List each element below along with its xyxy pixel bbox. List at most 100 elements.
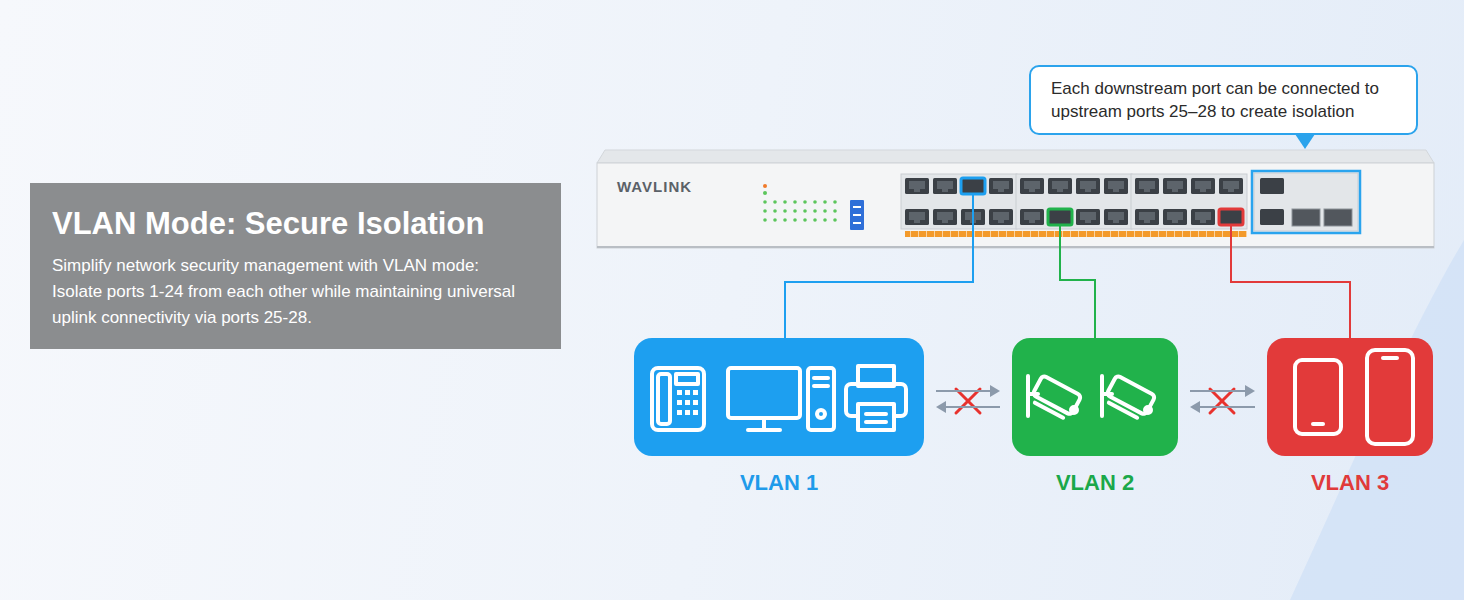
label-holder: VLAN 3: [1247, 470, 1453, 496]
logo-holder: WAVLINK: [617, 178, 692, 195]
drawing-part: [1071, 407, 1077, 413]
drawing-part: [1252, 171, 1360, 233]
blocked-mark: [956, 389, 1234, 413]
drawing-part: [1035, 403, 1063, 418]
connector: [785, 248, 973, 338]
vlan-box: VLAN 3: [1267, 338, 1433, 456]
drawing-part: [1016, 174, 1132, 229]
panel-body: Simplify network security management wit…: [52, 253, 522, 331]
drawing-part: [652, 368, 704, 430]
drawing-part: [961, 178, 985, 194]
drawing-part: [817, 410, 825, 418]
connector: [1060, 248, 1095, 338]
vlan-label: VLAN 2: [992, 470, 1198, 496]
drawing-part: [677, 410, 682, 415]
drawing-part: [658, 374, 670, 424]
drawing-part: [1109, 403, 1137, 418]
drawing-part: [597, 246, 1434, 248]
drawing-part: [676, 374, 698, 384]
drawing-part: [1028, 375, 1082, 420]
drawing-part: [728, 368, 800, 418]
drawing-part: [858, 404, 894, 430]
switch-device: WAVLINK: [597, 150, 1434, 248]
vlan-box: VLAN 1: [634, 338, 924, 456]
drawing-part: [853, 206, 861, 208]
vlan-box-fill: [634, 338, 924, 456]
drawing-part: [1260, 178, 1284, 194]
panel-title: VLAN Mode: Secure Isolation: [52, 205, 539, 243]
drawing-part: [1210, 389, 1234, 413]
connector-line: [1190, 390, 1247, 392]
callout-pointer: [1295, 134, 1315, 150]
connector-line: [1198, 406, 1255, 408]
drawing-part: [1133, 178, 1245, 225]
arrow-head: [936, 401, 946, 413]
drawing-part: [693, 400, 698, 405]
drawing-part: [1230, 226, 1232, 248]
vlan-box: VLAN 2: [1012, 338, 1178, 456]
drawing-part: [853, 222, 861, 224]
drawing-part: [677, 400, 682, 405]
drawing-part: [597, 163, 1434, 248]
drawing-part: [853, 214, 861, 216]
connector-line: [1231, 248, 1350, 338]
drawing-part: [685, 390, 690, 395]
drawing-part: [850, 200, 864, 230]
arrow-head: [990, 385, 1000, 397]
drawing-part: [1367, 350, 1413, 444]
drawing-part: [677, 390, 698, 415]
drawing-part: [814, 384, 828, 388]
drawing-part: [1210, 389, 1234, 413]
drawing-part: [760, 196, 840, 223]
drawing-part: [1254, 173, 1358, 231]
drawing-part: [1030, 375, 1082, 420]
connector-line: [785, 248, 973, 338]
connector-line: [936, 390, 992, 392]
drawing-part: [1018, 178, 1130, 225]
drawing-part: [814, 376, 828, 380]
drawing-part: [1292, 209, 1320, 226]
drawing-part: [597, 150, 1434, 163]
switch-illustration: [597, 150, 1434, 248]
drawing-part: [685, 410, 690, 415]
connector: [936, 385, 1000, 413]
drawing-part: [866, 420, 886, 424]
drawing-part: [693, 390, 698, 395]
label-holder: VLAN 1: [614, 470, 944, 496]
arrow-head: [1190, 401, 1200, 413]
pointer-triangle: [1295, 134, 1315, 149]
drawing-part: [763, 184, 767, 188]
drawing-part: [1295, 360, 1341, 434]
drawing-part: [1032, 375, 1081, 415]
camera-icons: [1028, 375, 1156, 420]
drawing-part: [762, 418, 766, 428]
connector-line: [944, 406, 1000, 408]
label-holder: VLAN 2: [992, 470, 1198, 496]
connector: [1231, 248, 1350, 338]
drawing-part: [866, 412, 886, 416]
vlan-label: VLAN 3: [1247, 470, 1453, 496]
drawing-part: [972, 195, 974, 248]
drawing-part: [1219, 209, 1243, 225]
drawing-part: [1104, 375, 1156, 420]
drawing-part: [677, 390, 682, 395]
drawing-part: [1106, 375, 1155, 415]
vlan-box-fill: [1012, 338, 1178, 456]
drawing-part: [1131, 174, 1247, 229]
drawing-part: [808, 368, 834, 430]
drawing-part: [1260, 209, 1284, 225]
connector: [1190, 385, 1255, 413]
callout-text: Each downstream port can be connected to…: [1051, 77, 1396, 123]
drawing-part: [956, 389, 980, 413]
drawing-part: [903, 178, 1015, 225]
mobile-icons: [1295, 350, 1413, 444]
drawing-part: [748, 428, 780, 432]
arrow-head: [1245, 385, 1255, 397]
drawing-part: [1133, 178, 1245, 225]
drawing-part: [1313, 422, 1323, 426]
drawing-part: [901, 174, 1017, 229]
drawing-part: [905, 231, 1247, 237]
vlan-label: VLAN 1: [614, 470, 944, 496]
info-panel: VLAN Mode: Secure IsolationSimplify netw…: [30, 183, 561, 349]
